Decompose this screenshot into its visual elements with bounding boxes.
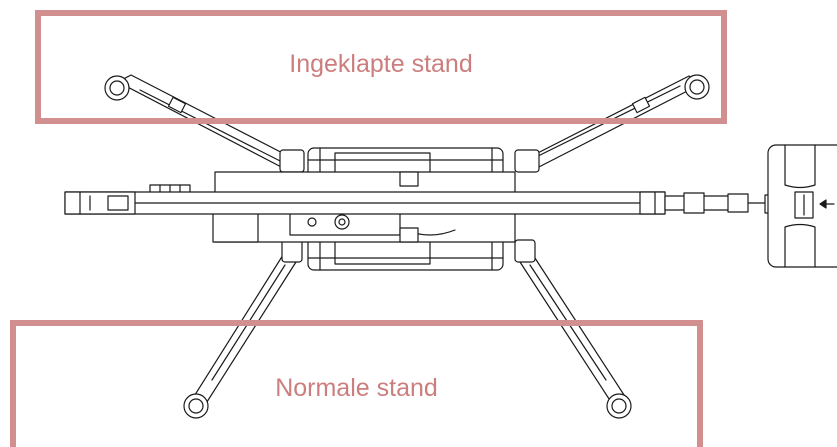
jib-and-rotator bbox=[664, 192, 786, 214]
folded-position-frame: Ingeklapte stand bbox=[35, 10, 727, 124]
outrigger-bottom-right bbox=[514, 239, 632, 419]
outrigger-bottom-left bbox=[183, 239, 303, 419]
normal-position-frame: Normale stand bbox=[10, 320, 703, 447]
folded-position-label: Ingeklapte stand bbox=[289, 50, 473, 78]
normal-position-label: Normale stand bbox=[275, 374, 438, 402]
work-basket bbox=[767, 144, 837, 268]
main-boom bbox=[64, 191, 666, 215]
